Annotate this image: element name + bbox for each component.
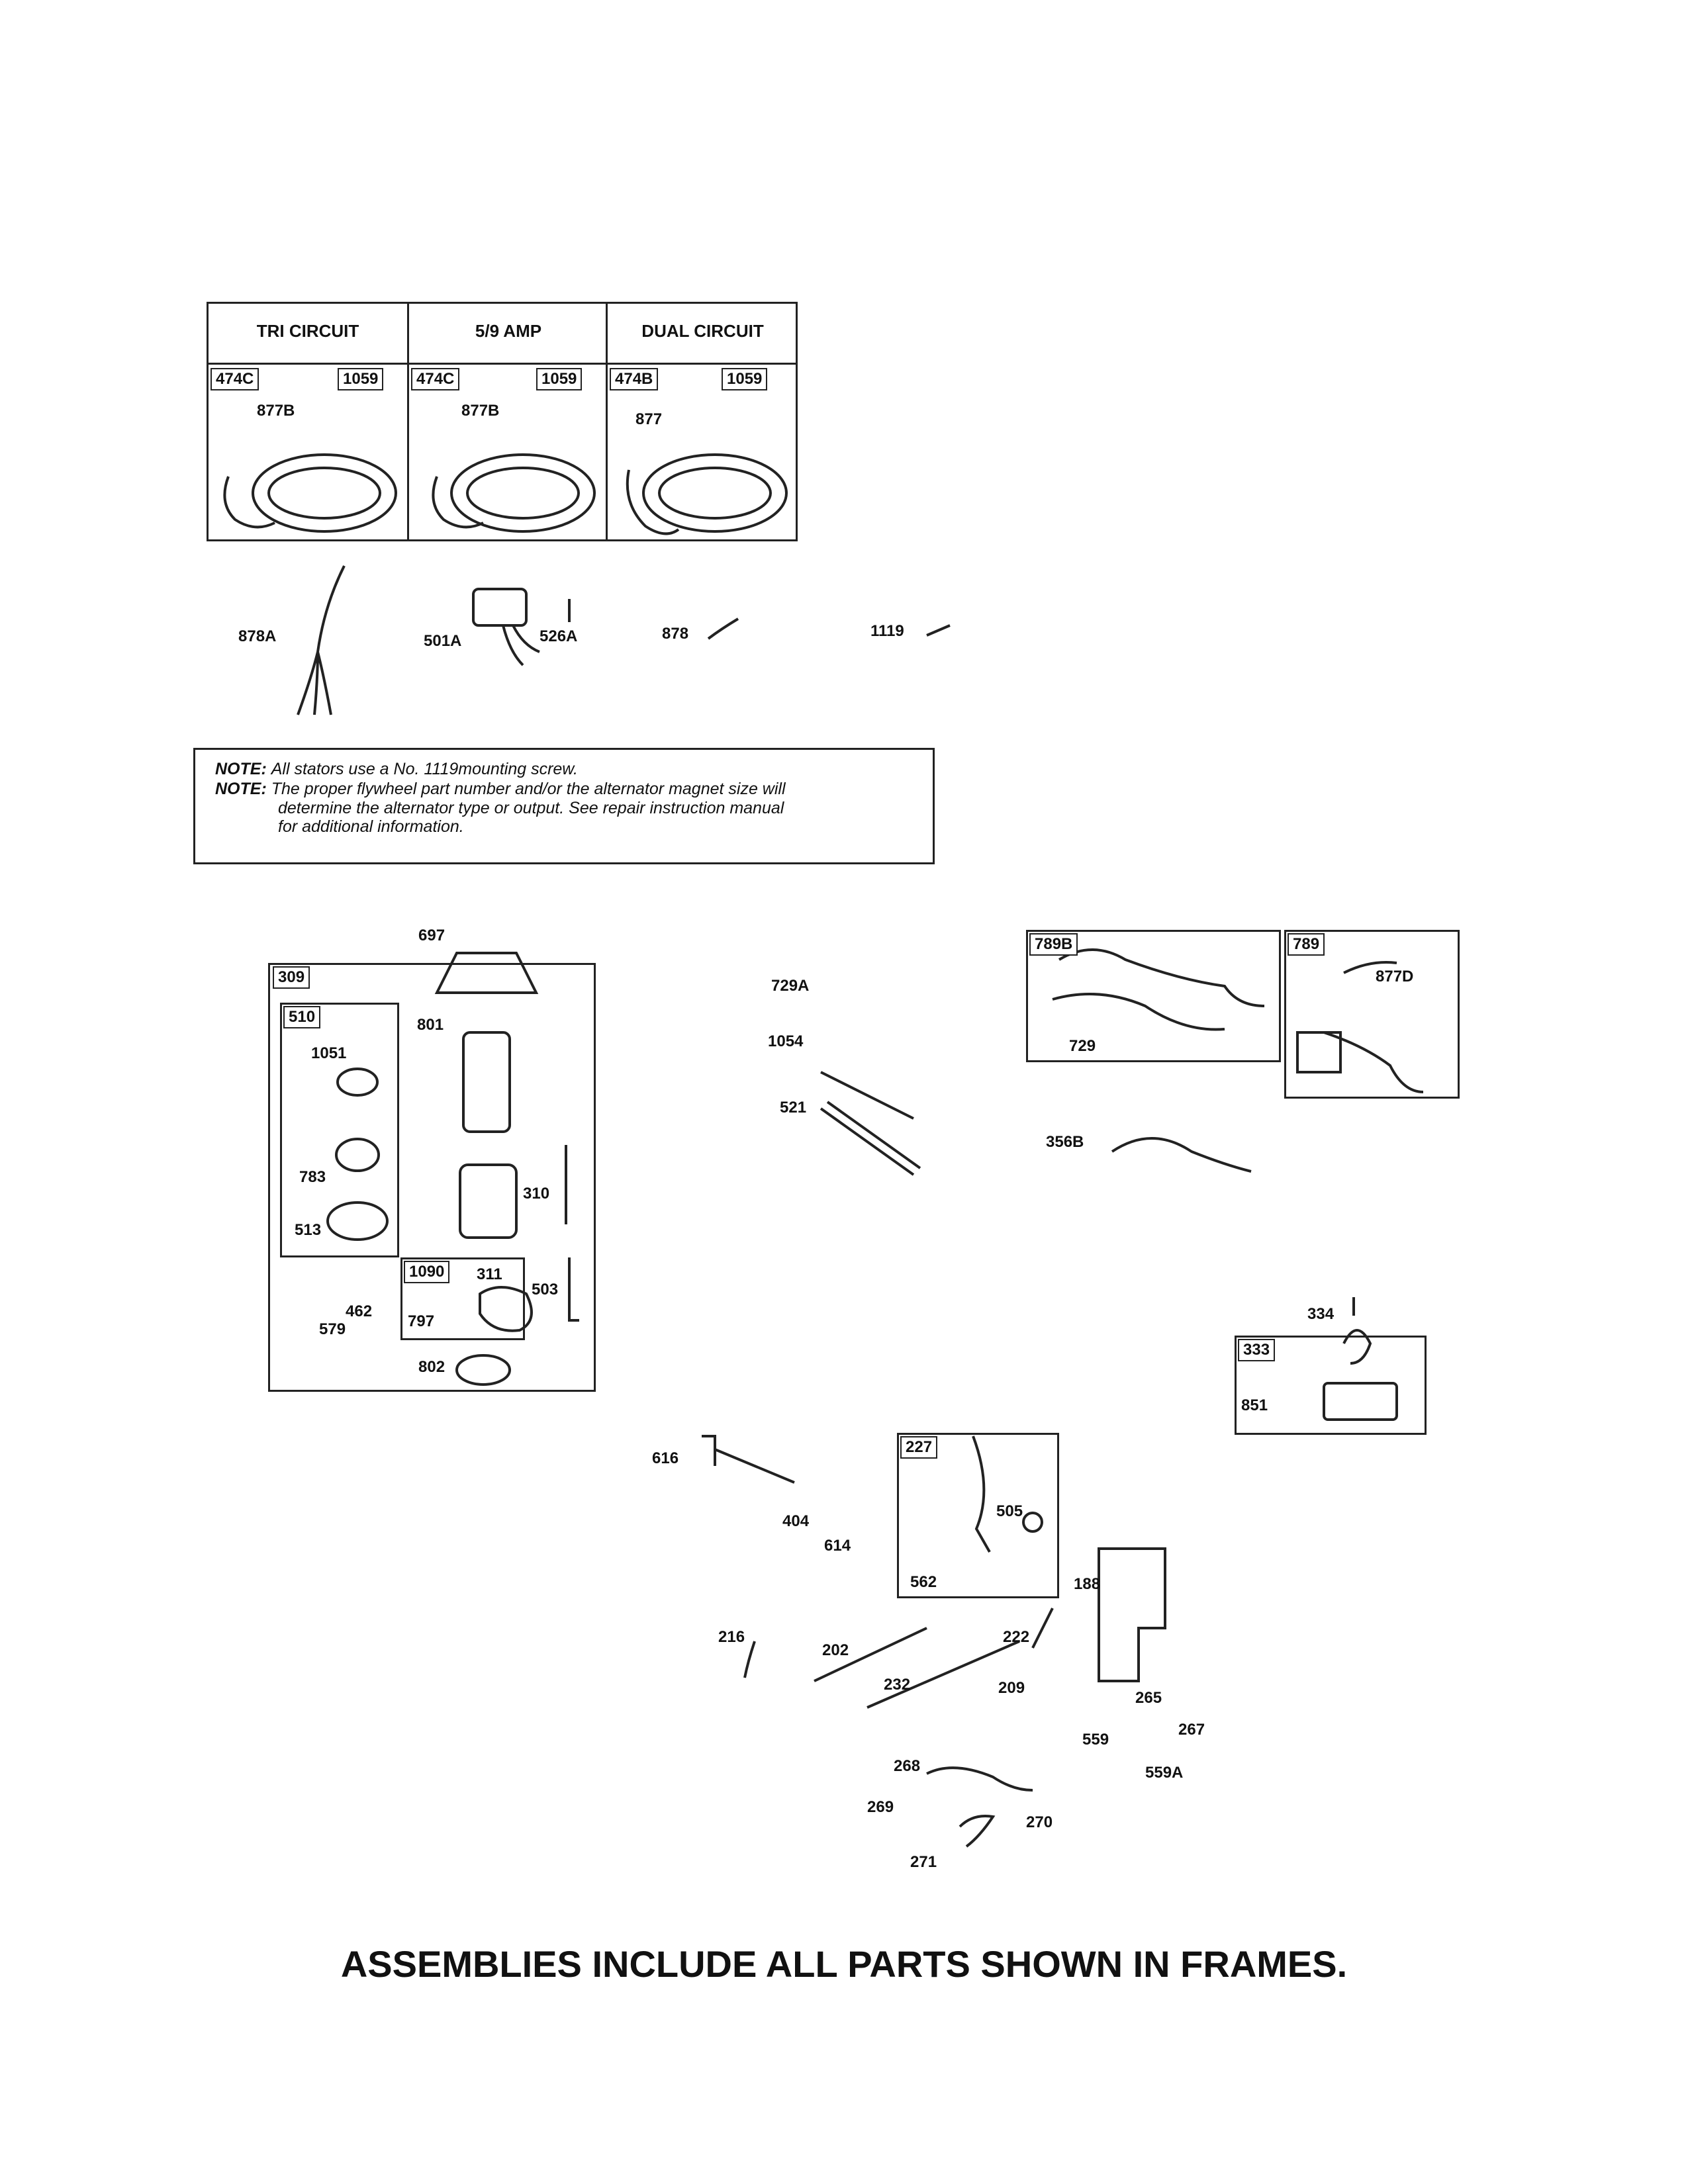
part-label-729: 729 — [1069, 1037, 1096, 1055]
part-label-783: 783 — [299, 1168, 326, 1186]
frame-789b — [1026, 930, 1281, 1062]
frame-789 — [1284, 930, 1460, 1099]
lead-label-877b-b: 877B — [461, 402, 500, 420]
hardware-tag-1059-b: 1059 — [536, 368, 583, 390]
stator-header-row — [207, 302, 798, 365]
part-label-851: 851 — [1241, 1396, 1268, 1414]
frame-227 — [897, 1433, 1059, 1598]
part-label-579: 579 — [319, 1320, 346, 1338]
part-label-267: 267 — [1178, 1721, 1205, 1739]
part-label-801: 801 — [417, 1016, 444, 1034]
part-label-697: 697 — [418, 927, 445, 944]
note-prefix-1: NOTE: — [215, 760, 267, 778]
part-label-802: 802 — [418, 1358, 445, 1376]
part-label-616: 616 — [652, 1449, 679, 1467]
part-label-521: 521 — [780, 1099, 807, 1116]
part-label-559a: 559A — [1145, 1764, 1184, 1782]
stator-ring-3 — [626, 453, 788, 535]
part-label-526a: 526A — [539, 627, 578, 645]
frame-tag-789: 789 — [1288, 933, 1325, 956]
frame-510 — [280, 1003, 399, 1257]
part-label-202: 202 — [822, 1641, 849, 1659]
part-label-797: 797 — [408, 1312, 435, 1330]
frame-1090 — [400, 1257, 525, 1340]
part-label-232: 232 — [884, 1676, 911, 1694]
lead-label-877: 877 — [635, 410, 663, 428]
part-label-1054: 1054 — [768, 1032, 804, 1050]
part-label-209: 209 — [998, 1679, 1025, 1697]
note-line-3: determine the alternator type or output.… — [278, 799, 784, 817]
frame-tag-1090: 1090 — [404, 1261, 450, 1283]
part-label-878a: 878A — [238, 627, 277, 645]
part-label-877d: 877D — [1376, 968, 1414, 985]
part-label-462: 462 — [346, 1302, 373, 1320]
part-label-559: 559 — [1082, 1731, 1109, 1749]
frame-tag-309: 309 — [273, 966, 310, 989]
assembly-tag-474b: 474B — [610, 368, 659, 390]
part-label-505: 505 — [996, 1502, 1023, 1520]
part-label-311: 311 — [477, 1265, 502, 1283]
assembly-tag-474c-b: 474C — [411, 368, 460, 390]
part-label-334: 334 — [1307, 1305, 1335, 1323]
part-label-269: 269 — [867, 1798, 894, 1816]
footer-assemblies-note: ASSEMBLIES INCLUDE ALL PARTS SHOWN IN FR… — [340, 1943, 1348, 1985]
stator-ring-1 — [223, 453, 397, 533]
part-label-729a: 729A — [771, 977, 810, 995]
part-label-216: 216 — [718, 1628, 745, 1646]
note-line-4: for additional information. — [278, 817, 464, 836]
note-box: NOTE: All stators use a No. 1119mounting… — [193, 748, 935, 864]
part-label-404: 404 — [782, 1512, 810, 1530]
assembly-tag-474c-a: 474C — [211, 368, 259, 390]
frame-tag-227: 227 — [900, 1436, 938, 1459]
note-prefix-2: NOTE: — [215, 780, 267, 798]
part-label-501a: 501A — [424, 632, 462, 650]
stator-header-dual-circuit: DUAL CIRCUIT — [641, 321, 764, 341]
frame-tag-789b: 789B — [1029, 933, 1078, 956]
part-label-265: 265 — [1135, 1689, 1162, 1707]
part-label-1119: 1119 — [870, 622, 904, 640]
part-label-271: 271 — [910, 1853, 937, 1871]
frame-309 — [268, 963, 596, 1392]
part-label-1051: 1051 — [311, 1044, 347, 1062]
stator-header-5-9-amp: 5/9 AMP — [475, 321, 542, 341]
note-text-2: The proper flywheel part number and/or t… — [271, 780, 786, 798]
stator-ring-2 — [432, 453, 596, 533]
part-label-268: 268 — [894, 1757, 921, 1775]
part-label-270: 270 — [1026, 1813, 1053, 1831]
part-label-188: 188 — [1074, 1575, 1101, 1593]
stator-col-divider-2 — [606, 302, 608, 541]
part-label-878: 878 — [662, 625, 689, 643]
lead-label-877b-a: 877B — [257, 402, 295, 420]
stator-col-divider-1 — [407, 302, 409, 541]
frame-tag-510: 510 — [283, 1006, 321, 1028]
part-label-503: 503 — [532, 1281, 559, 1298]
frame-333 — [1235, 1336, 1427, 1435]
part-label-310: 310 — [523, 1185, 550, 1203]
frame-tag-333: 333 — [1238, 1339, 1276, 1361]
note-text-1: All stators use a No. 1119mounting screw… — [271, 760, 578, 778]
part-label-356b: 356B — [1046, 1133, 1084, 1151]
hardware-tag-1059-c: 1059 — [722, 368, 768, 390]
part-label-513: 513 — [295, 1221, 322, 1239]
hardware-tag-1059-a: 1059 — [338, 368, 384, 390]
stator-header-tri-circuit: TRI CIRCUIT — [256, 321, 359, 341]
part-label-562: 562 — [910, 1573, 937, 1591]
note-line-1: NOTE: All stators use a No. 1119mounting… — [215, 759, 913, 779]
part-label-222: 222 — [1003, 1628, 1030, 1646]
part-label-614: 614 — [824, 1537, 851, 1555]
note-line-2: NOTE: The proper flywheel part number an… — [215, 779, 913, 799]
